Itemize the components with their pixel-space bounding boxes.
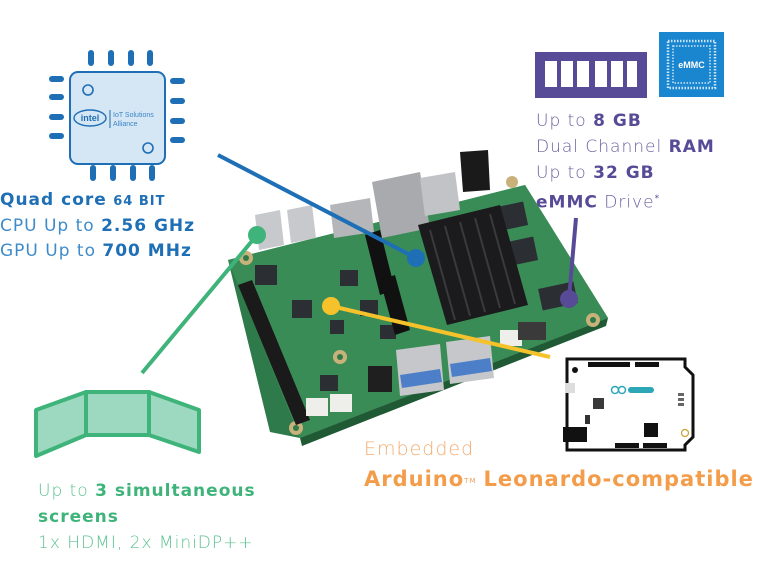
emmc-line-capacity: Up to 32 GB bbox=[536, 160, 715, 186]
screens-line-ports: 1x HDMI, 2x MiniDP++ bbox=[38, 530, 256, 556]
emmc-prefix: Up to bbox=[536, 163, 587, 183]
arduino-line-embedded: Embedded bbox=[364, 434, 754, 464]
ram-channel: Dual Channel bbox=[536, 137, 663, 157]
leonardo-compatible-label: Leonardo-compatible bbox=[483, 467, 754, 491]
svg-text:IoT Solutions: IoT Solutions bbox=[113, 112, 154, 119]
trademark-mark: TM bbox=[464, 477, 477, 485]
gpu-frequency: 700 MHz bbox=[102, 241, 192, 261]
svg-text:intel: intel bbox=[81, 113, 100, 123]
ram-label: RAM bbox=[668, 137, 715, 157]
ram-callout-dot bbox=[560, 290, 578, 308]
cpu-callout-dot bbox=[407, 249, 425, 267]
svg-text:Alliance: Alliance bbox=[113, 121, 138, 128]
embedded-label: Embedded bbox=[364, 438, 475, 460]
svg-text:eMMC: eMMC bbox=[678, 60, 705, 70]
screens-label: screens bbox=[38, 507, 119, 527]
ram-module-icon bbox=[535, 52, 647, 98]
arduino-brand: Arduino bbox=[364, 467, 465, 491]
cpu-frequency: 2.56 GHz bbox=[101, 216, 196, 236]
arduino-callout-line bbox=[330, 304, 551, 359]
gpu-line-frequency: GPU Up to 700 MHz bbox=[0, 239, 195, 264]
cpu-bit-width: 64 BIT bbox=[113, 194, 166, 209]
screens-prefix: Up to bbox=[38, 481, 89, 501]
cpu-core-count: Quad core bbox=[0, 190, 107, 210]
emmc-line-type: eMMC Drive* bbox=[536, 186, 715, 216]
arduino-spec-block: Embedded ArduinoTM Leonardo-compatible bbox=[364, 434, 754, 495]
drive-label: Drive bbox=[604, 192, 655, 213]
intel-chip-icon: intel IoT Solutions Alliance bbox=[49, 50, 185, 181]
emmc-chip-icon: eMMC bbox=[659, 32, 724, 97]
ram-size: 8 GB bbox=[593, 111, 642, 131]
memory-spec-block: Up to 8 GB Dual Channel RAM Up to 32 GB … bbox=[536, 108, 715, 216]
cpu-label: CPU Up to bbox=[0, 216, 95, 236]
ram-prefix: Up to bbox=[536, 111, 587, 131]
cpu-line-frequency: CPU Up to 2.56 GHz bbox=[0, 214, 195, 239]
screens-count: 3 simultaneous bbox=[95, 481, 256, 501]
screens-line-label: screens bbox=[38, 504, 256, 530]
display-ports: 1x HDMI, 2x MiniDP++ bbox=[38, 533, 254, 553]
cpu-line-quad-core: Quad core 64 BIT bbox=[0, 188, 195, 214]
footnote-asterisk: * bbox=[654, 194, 661, 204]
arduino-callout-dot bbox=[322, 297, 340, 315]
screens-callout-line bbox=[140, 233, 259, 375]
triple-monitor-icon bbox=[34, 390, 201, 458]
emmc-label: eMMC bbox=[536, 192, 598, 213]
gpu-label: GPU Up to bbox=[0, 241, 96, 261]
screens-callout-dot bbox=[248, 226, 266, 244]
ram-line-type: Dual Channel RAM bbox=[536, 134, 715, 160]
ram-line-capacity: Up to 8 GB bbox=[536, 108, 715, 134]
screens-spec-block: Up to 3 simultaneous screens 1x HDMI, 2x… bbox=[38, 478, 256, 556]
cpu-spec-block: Quad core 64 BIT CPU Up to 2.56 GHz GPU … bbox=[0, 188, 195, 264]
arduino-line-compat: ArduinoTM Leonardo-compatible bbox=[364, 464, 754, 495]
screens-line-count: Up to 3 simultaneous bbox=[38, 478, 256, 504]
cpu-callout-line bbox=[217, 153, 417, 260]
arduino-board-icon bbox=[563, 357, 695, 452]
ram-callout-line bbox=[567, 217, 578, 299]
emmc-size: 32 GB bbox=[593, 163, 655, 183]
